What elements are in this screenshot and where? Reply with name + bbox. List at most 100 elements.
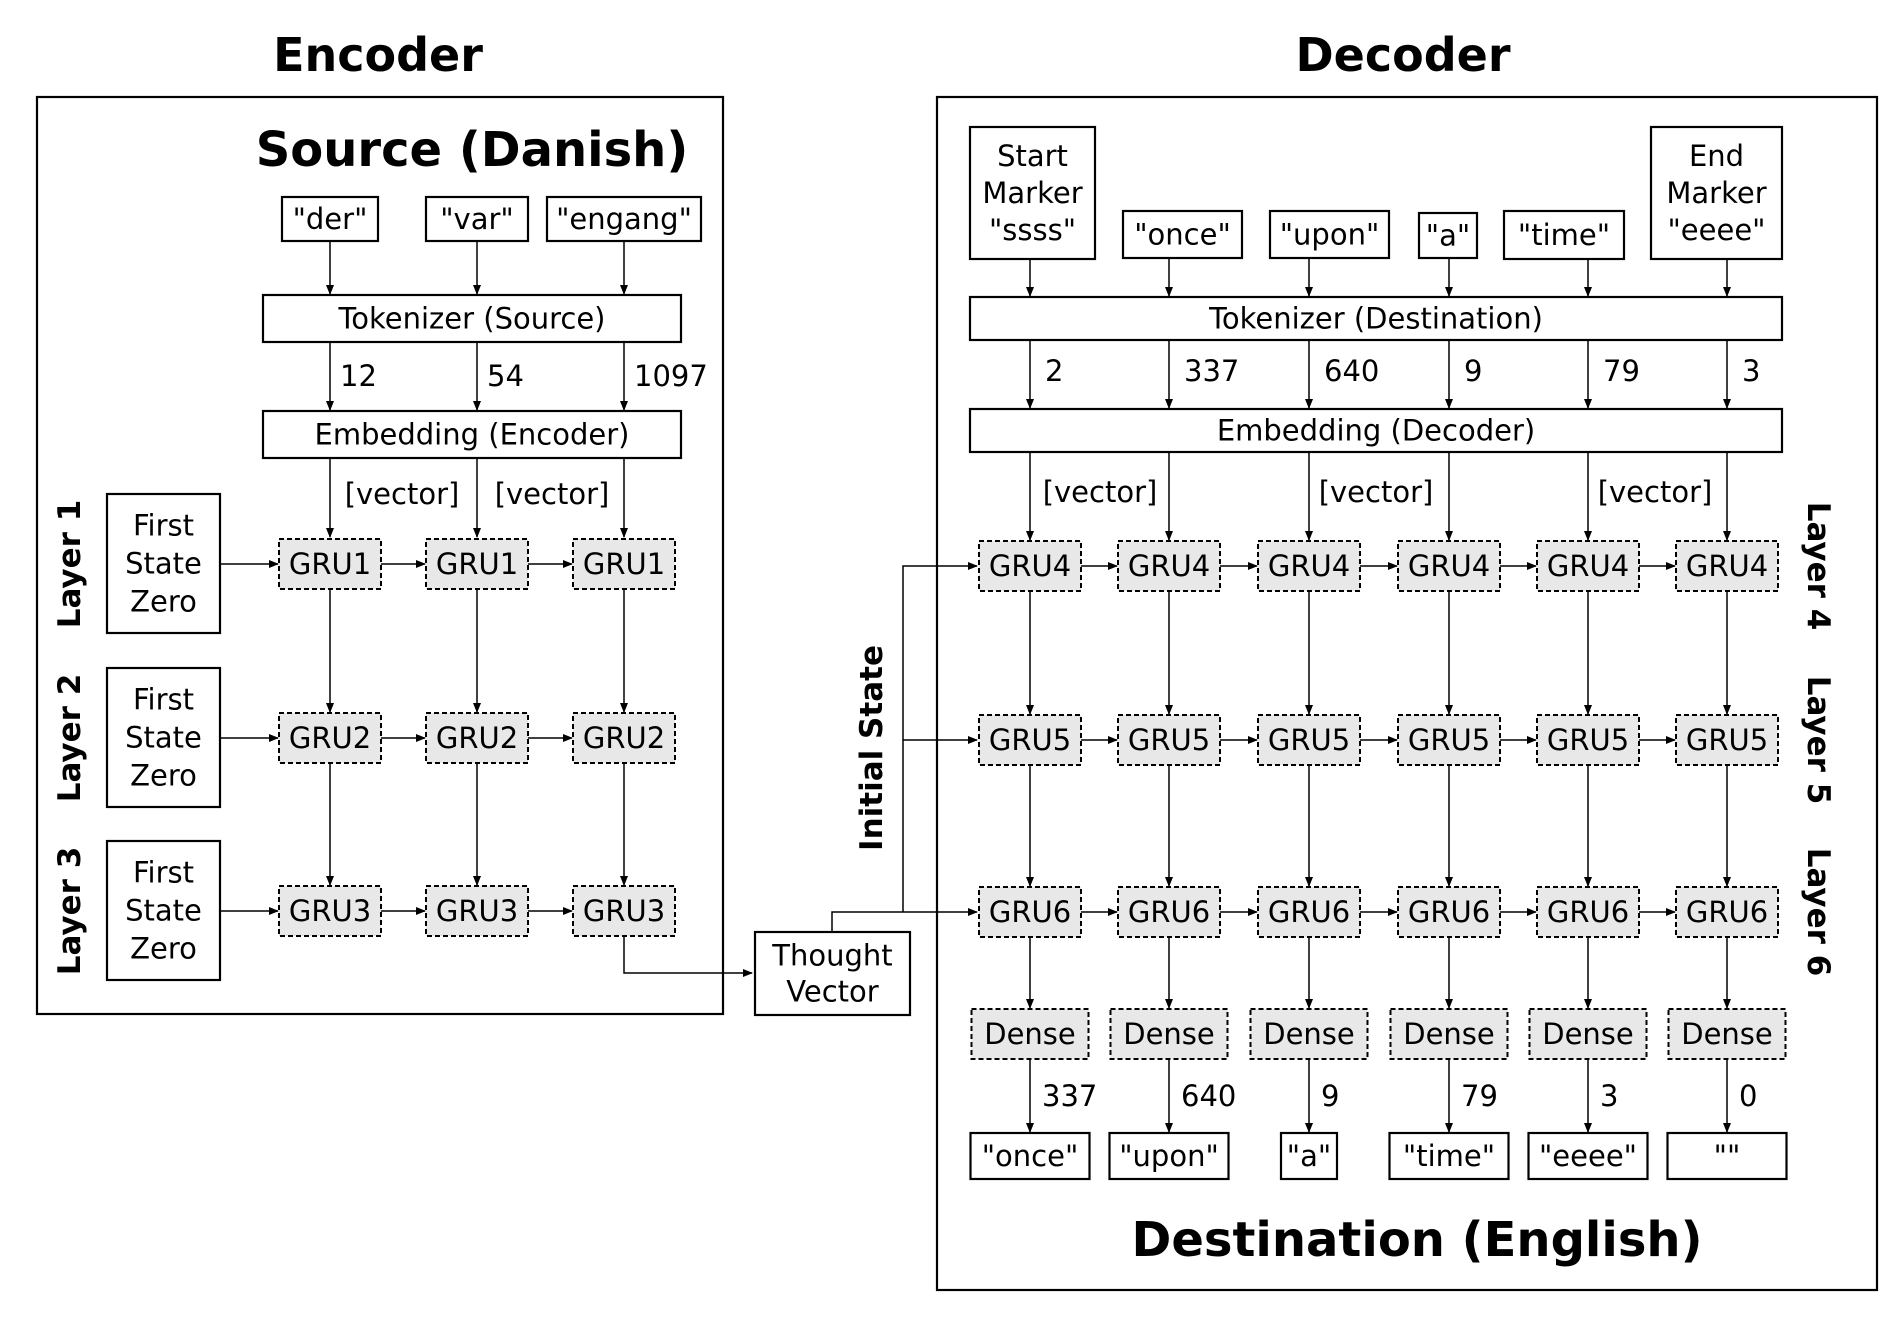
decoder-gru-box	[978, 714, 1082, 766]
destination-token-id: 9	[1464, 354, 1482, 388]
destination-input-word-text: Start	[997, 139, 1068, 173]
destination-output-word-box	[969, 1131, 1091, 1181]
encoder-gru-text: GRU3	[436, 894, 518, 928]
output-token-id: 337	[1042, 1079, 1097, 1113]
decoder-gru-box	[1257, 714, 1361, 766]
dense-layer-text: Dense	[1681, 1017, 1773, 1051]
destination-tokenizer-box	[968, 295, 1784, 342]
first-state-zero-text: First	[133, 509, 194, 543]
decoder-gru-text: GRU4	[1128, 549, 1210, 583]
destination-input-word-box	[1649, 125, 1784, 261]
encoder-frame	[35, 95, 725, 1016]
destination-output-word-box	[1388, 1131, 1510, 1181]
destination-output-word-text: "time"	[1403, 1139, 1495, 1173]
encoder-to-thought-arrow	[623, 936, 753, 977]
destination-output-word-box	[1527, 1131, 1649, 1181]
encoder-gru-text: GRU3	[583, 894, 665, 928]
decoder-layer-label: Layer 6	[1800, 848, 1836, 977]
dense-layer-box	[1389, 1008, 1509, 1060]
thought-vector-text: Vector	[786, 975, 878, 1009]
decoder-gru-box	[1675, 886, 1779, 938]
output-token-id: 640	[1181, 1079, 1236, 1113]
destination-input-word-box	[968, 125, 1097, 261]
dense-layer-box	[970, 1008, 1090, 1060]
encoder-gru-text: GRU1	[583, 547, 665, 581]
dense-layer-box	[1528, 1008, 1648, 1060]
decoder-gru-text: GRU5	[1408, 723, 1490, 757]
decoder-gru-text: GRU5	[989, 723, 1071, 757]
decoder-vector-label: [vector]	[1319, 475, 1434, 509]
decoder-gru-text: GRU4	[1686, 549, 1768, 583]
decoder-gru-text: GRU5	[1686, 723, 1768, 757]
thought-vector-text: Thought	[771, 939, 892, 973]
encoder-layer-label: Layer 3	[52, 847, 88, 976]
encoder-gru-text: GRU2	[436, 721, 518, 755]
dense-layer-text: Dense	[1123, 1017, 1215, 1051]
first-state-zero-text: State	[125, 894, 202, 928]
decoder-gru-text: GRU5	[1128, 723, 1210, 757]
decoder-gru-box	[1117, 540, 1221, 592]
decoder-gru-text: GRU6	[989, 895, 1071, 929]
source-word-box	[280, 195, 380, 243]
source-word-box	[424, 195, 530, 243]
source-token-id: 54	[487, 359, 524, 393]
decoder-gru-box	[1675, 540, 1779, 592]
first-state-zero-text: State	[125, 547, 202, 581]
decoder-layer-label: Layer 4	[1800, 502, 1836, 631]
destination-input-word-text: "a"	[1426, 219, 1470, 253]
destination-input-word-text: End	[1689, 139, 1744, 173]
destination-token-id: 3	[1742, 354, 1760, 388]
encoder-gru-box	[572, 538, 676, 590]
decoder-gru-box	[1397, 886, 1501, 938]
encoder-gru-box	[425, 712, 529, 764]
first-state-zero-text: State	[125, 721, 202, 755]
destination-input-word-text: "time"	[1518, 218, 1610, 252]
encoder-title: Encoder	[273, 28, 483, 82]
destination-tokenizer-text: Tokenizer (Destination)	[1208, 302, 1543, 336]
source-word-box	[545, 195, 703, 243]
encoder-gru-box	[425, 885, 529, 937]
decoder-gru-text: GRU6	[1408, 895, 1490, 929]
destination-output-word-text: "upon"	[1119, 1139, 1219, 1173]
dense-layer-text: Dense	[1403, 1017, 1495, 1051]
destination-output-word-text: ""	[1714, 1139, 1741, 1173]
encoder-gru-box	[425, 538, 529, 590]
encoder-gru-box	[278, 538, 382, 590]
source-word-text: "der"	[293, 202, 368, 236]
initial-state-to-gru4-arrow	[902, 562, 978, 912]
destination-token-id: 640	[1324, 354, 1379, 388]
destination-output-word-box	[1108, 1131, 1230, 1181]
destination-input-word-text: Marker	[982, 176, 1082, 210]
thought-to-gru6-arrow	[831, 908, 978, 932]
decoder-gru-box	[1675, 714, 1779, 766]
encoder-gru-box	[572, 885, 676, 937]
destination-token-id: 79	[1603, 354, 1640, 388]
destination-input-word-box	[1121, 209, 1244, 260]
source-token-id: 12	[340, 359, 377, 393]
destination-input-word-text: "ssss"	[989, 213, 1076, 247]
decoder-gru-box	[1536, 540, 1640, 592]
output-token-id: 3	[1600, 1079, 1618, 1113]
destination-token-id: 2	[1045, 354, 1063, 388]
decoder-gru-text: GRU5	[1547, 723, 1629, 757]
thought-vector-box	[753, 930, 912, 1017]
decoder-gru-text: GRU4	[989, 549, 1071, 583]
destination-output-word-text: "once"	[982, 1139, 1079, 1173]
decoder-vector-label: [vector]	[1598, 475, 1713, 509]
decoder-gru-text: GRU4	[1547, 549, 1629, 583]
destination-input-word-text: Marker	[1666, 176, 1766, 210]
destination-output-word-box	[1279, 1131, 1339, 1181]
encoder-gru-box	[278, 885, 382, 937]
encoder-gru-box	[572, 712, 676, 764]
source-tokenizer-box	[261, 293, 683, 344]
first-state-zero-text: Zero	[130, 759, 197, 793]
decoder-gru-box	[1257, 886, 1361, 938]
dense-layer-text: Dense	[984, 1017, 1076, 1051]
initial-state-label: Initial State	[854, 645, 890, 851]
encoder-gru-text: GRU1	[436, 547, 518, 581]
encoder-embedding-text: Embedding (Encoder)	[315, 418, 630, 452]
decoder-gru-text: GRU6	[1547, 895, 1629, 929]
decoder-embedding-text: Embedding (Decoder)	[1217, 414, 1535, 448]
dense-layer-text: Dense	[1263, 1017, 1355, 1051]
